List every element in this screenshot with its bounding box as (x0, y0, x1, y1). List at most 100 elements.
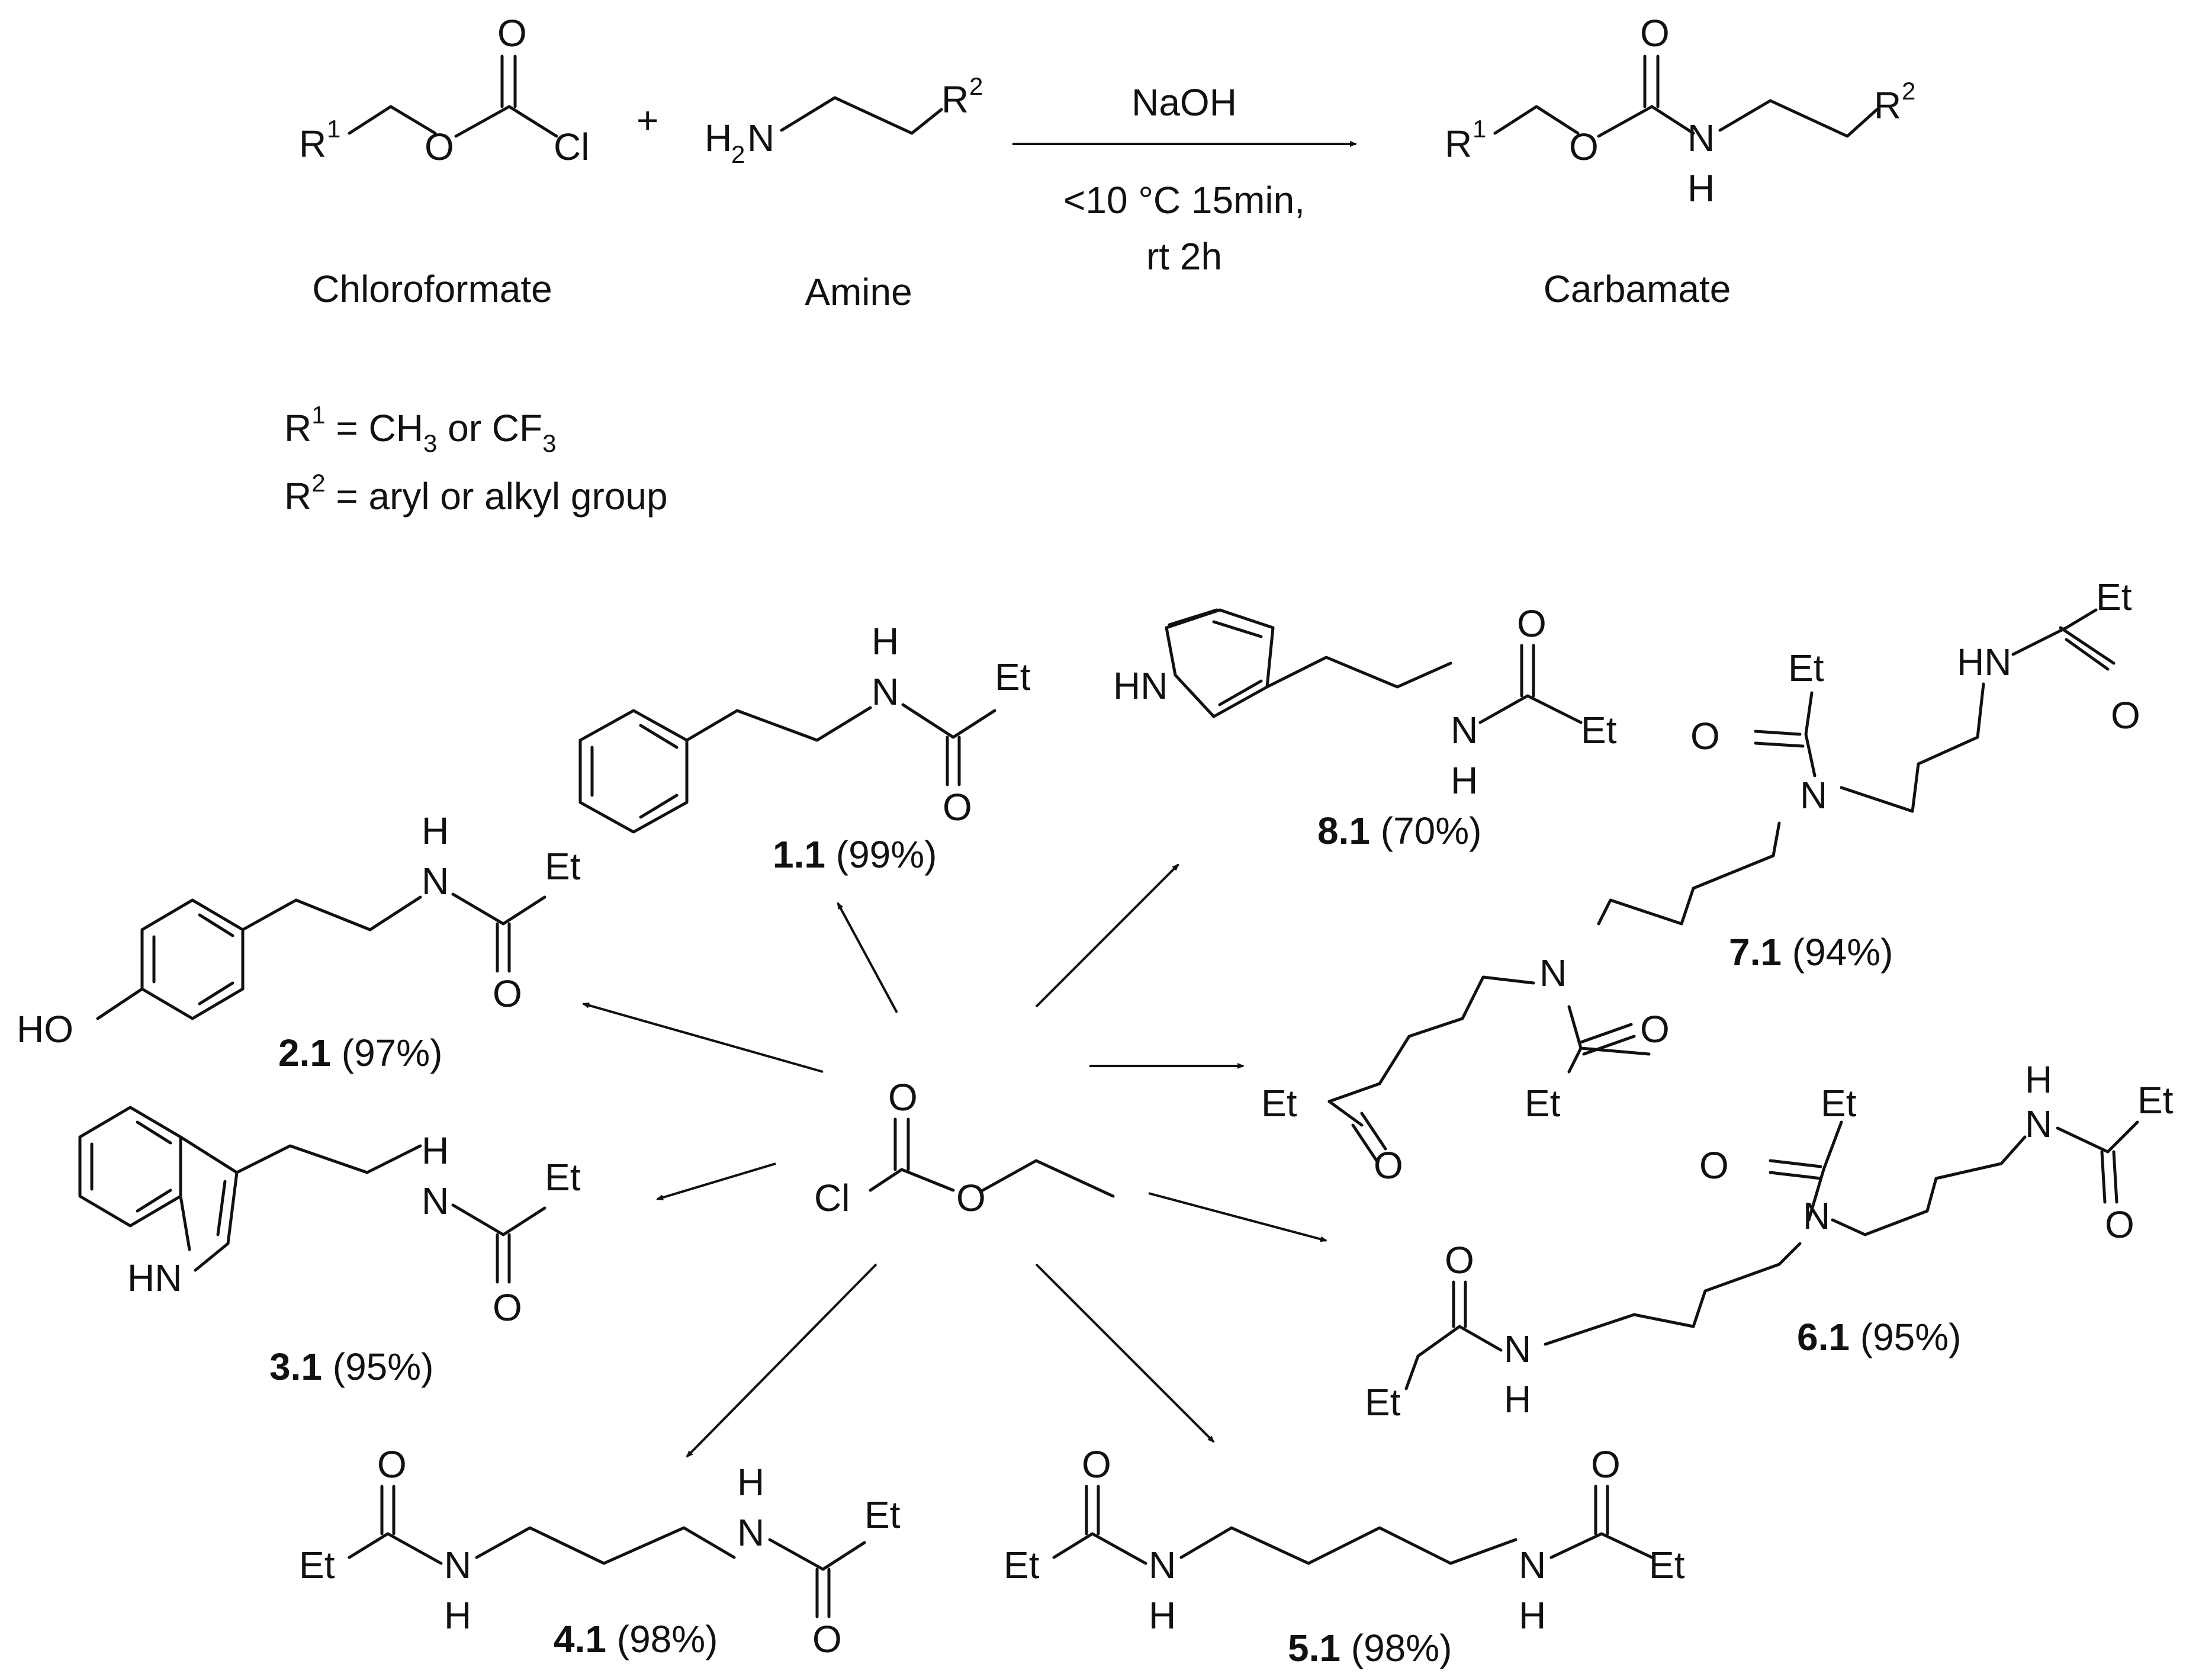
atom-label: O (2111, 694, 2140, 737)
compound-1-1: N H Et O 1.1 (99%) (578, 620, 1031, 876)
atom-label: O (943, 786, 972, 828)
chloroformate-caption: Chloroformate (312, 268, 552, 310)
atom-label: N (1451, 709, 1478, 751)
atom-label: H (1149, 1594, 1176, 1637)
reaction-arrow: NaOH <10 °C 15min, rt 2h (1012, 81, 1357, 278)
atom-label: H (444, 1594, 471, 1637)
r1-definition: R1 = CH3 or CF3 (284, 401, 556, 457)
compound-id: 2.1 (278, 1032, 331, 1074)
reagent-label: NaOH (1131, 81, 1237, 124)
compound-8-1: HN N H O Et 8.1 (70%) (1113, 602, 1617, 852)
compound-id: 8.1 (1317, 810, 1370, 852)
atom-label: O (1569, 126, 1599, 168)
compound-id: 4.1 (554, 1618, 606, 1660)
svg-text:2.1 (97%): 2.1 (97%) (278, 1032, 442, 1074)
atom-label: H (705, 117, 732, 159)
atom-label: HN (1113, 664, 1168, 707)
svg-text:R2 = aryl or alkyl group: R2 = aryl or alkyl group (284, 469, 668, 518)
atom-label: N (1803, 1194, 1830, 1237)
atom-label: 2 (1902, 77, 1915, 105)
atom-label: N (422, 860, 449, 902)
atom-label: Et (1004, 1544, 1040, 1586)
radial-arrows (582, 863, 1327, 1458)
compound-7-1: Et O HN Et O N N 7.1 (94%) O Et Et O (1261, 576, 2140, 1187)
compound-id: 5.1 (1288, 1627, 1340, 1669)
atom-label: N (1687, 117, 1715, 159)
svg-text:7.1 (94%): 7.1 (94%) (1729, 931, 1893, 974)
atom-label: HN (127, 1257, 182, 1299)
atom-label: Et (299, 1544, 335, 1586)
amine-structure: H 2 N R 2 (705, 72, 983, 168)
atom-label: N (2025, 1103, 2052, 1145)
svg-text:3.1 (95%): 3.1 (95%) (269, 1345, 433, 1388)
atom-label: R (941, 78, 969, 121)
atom-label: R (299, 123, 326, 165)
conditions-line-2: rt 2h (1146, 235, 1222, 278)
atom-label: N (1149, 1544, 1176, 1586)
atom-label: O (1690, 715, 1720, 757)
atom-label: Cl (814, 1177, 850, 1219)
atom-label: O (497, 12, 527, 54)
amine-caption: Amine (805, 271, 912, 313)
atom-label: O (1640, 12, 1670, 54)
atom-label: H (737, 1461, 764, 1504)
atom-label: 1 (327, 115, 340, 143)
atom-label: N (872, 670, 899, 713)
atom-label: O (1699, 1144, 1729, 1187)
atom-label: R (1445, 123, 1472, 165)
atom-label: O (1445, 1239, 1474, 1281)
atom-label: H (1519, 1594, 1546, 1637)
compound-4-1: Et O N H N H Et O 4.1 (98%) (299, 1443, 901, 1660)
compound-id: 3.1 (269, 1345, 322, 1388)
atom-label: N (1800, 774, 1827, 817)
atom-label: H (1504, 1378, 1531, 1421)
atom-label: 1 (1473, 115, 1486, 143)
atom-label: N (444, 1544, 471, 1586)
atom-label: H (422, 810, 449, 852)
atom-label: R (1874, 84, 1901, 127)
atom-label: Et (1649, 1544, 1685, 1586)
conditions-line-1: <10 °C 15min, (1063, 179, 1305, 221)
atom-label: O (956, 1177, 986, 1219)
chloroformate-structure: R 1 O O Cl (299, 12, 589, 168)
atom-label: O (1374, 1144, 1403, 1187)
atom-label: Et (1581, 709, 1617, 751)
atom-label: HO (17, 1008, 73, 1051)
atom-label: O (1082, 1443, 1111, 1486)
atom-label: Et (995, 656, 1031, 698)
atom-label: O (377, 1443, 407, 1486)
atom-label: Et (545, 845, 581, 888)
compound-id: 1.1 (773, 833, 825, 876)
atom-label: H (1687, 167, 1715, 210)
atom-label: O (1591, 1443, 1621, 1486)
atom-label: O (2105, 1203, 2134, 1246)
atom-label: O (1640, 1008, 1670, 1051)
plus-sign: + (636, 99, 658, 142)
compound-3-1: HN N H Et O 3.1 (95%) (78, 1106, 581, 1388)
r2-definition: R2 = aryl or alkyl group (284, 469, 668, 518)
atom-label: N (422, 1180, 449, 1222)
svg-text:4.1 (98%): 4.1 (98%) (554, 1618, 718, 1660)
ethyl-chloroformate-center: O Cl O (814, 1076, 1115, 1219)
compound-2-1: HO N H Et O 2.1 (97%) (17, 810, 581, 1074)
compound-yield: (98%) (1351, 1627, 1452, 1669)
compound-id: 6.1 (1797, 1316, 1850, 1358)
svg-text:5.1 (98%): 5.1 (98%) (1288, 1627, 1452, 1669)
atom-label: O (1517, 602, 1547, 645)
svg-text:R1 = CH3 or CF3: R1 = CH3 or CF3 (284, 401, 556, 457)
atom-label: Et (2137, 1079, 2174, 1122)
compound-yield: (70%) (1381, 810, 1482, 852)
atom-label: N (1519, 1544, 1546, 1586)
atom-label: N (1539, 952, 1567, 994)
atom-label: N (747, 117, 774, 159)
atom-label: Et (545, 1156, 581, 1199)
atom-label: HN (1957, 641, 2011, 683)
compound-yield: (95%) (1860, 1316, 1962, 1358)
atom-label: N (737, 1511, 764, 1554)
compound-yield: (95%) (333, 1345, 434, 1388)
compound-6-1: Et O N N H Et O N H O Et 6.1 (95%) (1365, 1058, 2174, 1424)
atom-label: Et (1365, 1381, 1401, 1424)
atom-label: Et (2096, 576, 2132, 618)
atom-label: Cl (554, 126, 589, 168)
